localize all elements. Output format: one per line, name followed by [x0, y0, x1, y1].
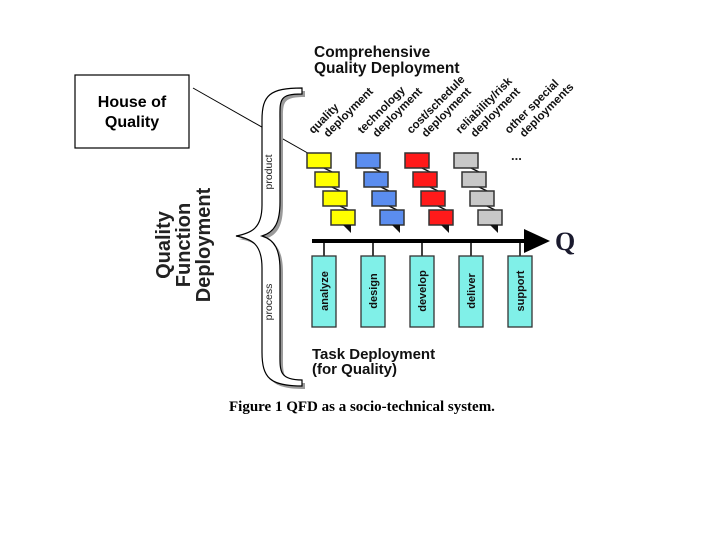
deployment-box: [453, 152, 479, 169]
bottom-title-line2: (for Quality): [312, 361, 397, 378]
side-title-line2: Function: [173, 203, 195, 287]
deployment-stack-1: [355, 152, 405, 233]
task-box-deliver: deliver: [458, 241, 484, 328]
deployment-box: [355, 152, 381, 169]
task-label: deliver: [466, 273, 478, 309]
quality-axis-label: Q: [555, 227, 575, 256]
deployment-box: [428, 209, 454, 226]
curly-brace: [235, 87, 305, 389]
quality-axis-arrowhead: [524, 229, 550, 253]
side-title-line3: Deployment: [193, 187, 215, 302]
task-label: develop: [417, 270, 429, 312]
stack-pointer: [441, 225, 449, 233]
figure-caption: Figure 1 QFD as a socio-technical system…: [229, 399, 495, 415]
deployment-box: [371, 190, 397, 207]
task-label: analyze: [319, 271, 331, 311]
deployment-stack-0: [306, 152, 356, 233]
deployment-stack-2: [404, 152, 454, 233]
deployment-box: [412, 171, 438, 188]
house-of-quality-line2: Quality: [105, 114, 159, 131]
house-of-quality-box: [74, 74, 190, 149]
deployment-box: [469, 190, 495, 207]
side-title: Quality Function Deployment: [153, 187, 215, 302]
task-box-rect: [311, 255, 337, 328]
stack-pointer: [343, 225, 351, 233]
top-title-line1: Comprehensive: [314, 44, 431, 61]
deployment-box: [420, 190, 446, 207]
deployment-box: [404, 152, 430, 169]
task-box-rect: [360, 255, 386, 328]
task-box-rect: [507, 255, 533, 328]
deployment-box: [306, 152, 332, 169]
house-of-quality-line1: House of: [98, 94, 167, 111]
brace-label-process: process: [263, 284, 275, 321]
task-box-rect: [458, 255, 484, 328]
brace-label-product: product: [263, 154, 275, 189]
deployment-box: [322, 190, 348, 207]
callout-leader-line: [192, 87, 321, 161]
deployment-box: [477, 209, 503, 226]
top-title-line2: Quality Deployment: [314, 60, 460, 77]
deployment-box: [379, 209, 405, 226]
curly-brace-outline: [235, 87, 303, 387]
task-box-design: design: [360, 241, 386, 328]
task-box-support: support: [507, 241, 533, 328]
deployment-ellipsis: ...: [511, 148, 522, 163]
task-box-develop: develop: [409, 241, 435, 328]
stack-pointer: [392, 225, 400, 233]
bottom-title-line1: Task Deployment: [312, 346, 435, 363]
task-box-rect: [409, 255, 435, 328]
side-title-line1: Quality: [153, 210, 175, 279]
stack-pointer: [490, 225, 498, 233]
task-label: design: [368, 273, 380, 309]
task-label: support: [515, 270, 527, 311]
deployment-box: [314, 171, 340, 188]
deployment-box: [461, 171, 487, 188]
deployment-box: [330, 209, 356, 226]
deployment-box: [363, 171, 389, 188]
task-box-analyze: analyze: [311, 241, 337, 328]
deployment-stack-3: [453, 152, 503, 233]
